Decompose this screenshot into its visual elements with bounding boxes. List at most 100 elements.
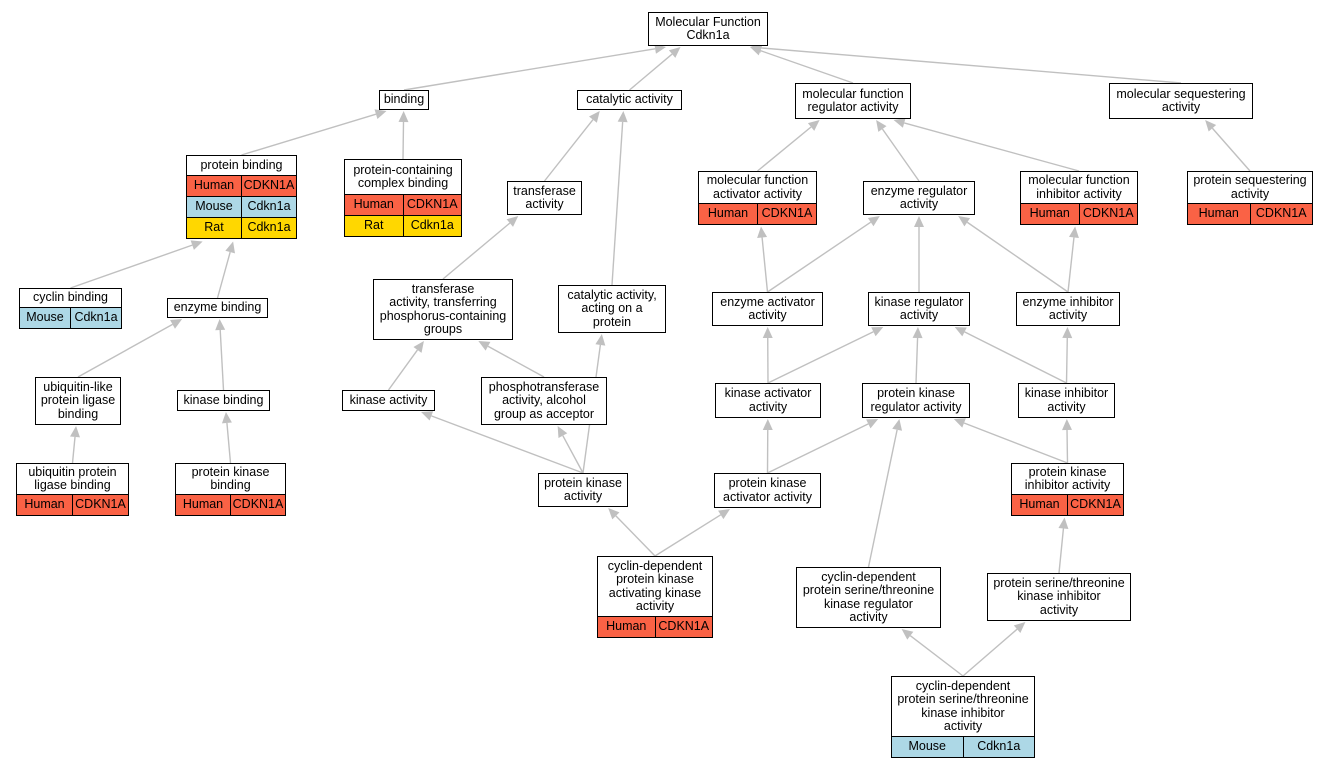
go-term-catalytic[interactable]: catalytic activity [577, 90, 682, 110]
gene-cell[interactable]: CDKN1A [230, 494, 285, 515]
edge-protbind-to-binding [241, 113, 377, 156]
arrowhead [413, 341, 424, 353]
edge-ubllig-to-enzbind [77, 323, 173, 378]
go-term-label-line: kinase inhibitor [1024, 386, 1109, 400]
edge-kinactv-to-kinreg [767, 331, 874, 384]
species-cell: Human [187, 175, 242, 197]
arrowhead [654, 43, 666, 54]
gene-cell[interactable]: CDKN1A [72, 494, 128, 515]
go-term-label-line: activity, transferring [389, 295, 497, 309]
edge-pkinh-to-pkreg [963, 422, 1068, 464]
go-term-label-line: kinase inhibitor [1017, 589, 1101, 604]
edge-cdstinh-to-cdstreg [909, 635, 964, 677]
gene-cell[interactable]: CDKN1A [1078, 203, 1137, 224]
species-cell: Human [1021, 203, 1079, 224]
arrowhead [221, 412, 232, 424]
go-term-label-line: binding [57, 406, 99, 421]
edge-cdstinh-to-pstinh [962, 628, 1018, 677]
species-cell: Human [699, 203, 758, 224]
go-term-label-line: regulator activity [807, 100, 899, 114]
go-term-label-line: activity [635, 599, 675, 613]
edge-pkact-to-phosalc [562, 435, 584, 474]
species-cell: Human [345, 194, 403, 216]
go-term-label-line: molecular sequestering [1116, 86, 1246, 101]
gene-cell[interactable]: Cdkn1a [70, 307, 121, 328]
go-term-label-line: protein kinase [191, 464, 270, 479]
gene-cell[interactable]: Cdkn1a [962, 736, 1034, 757]
gene-cell[interactable]: Cdkn1a [241, 196, 296, 218]
go-term-binding[interactable]: binding [379, 90, 429, 110]
species-cell: Human [1188, 203, 1250, 224]
go-term-label-line: activity [748, 308, 787, 322]
edge-cdstreg-to-pkreg [867, 429, 898, 568]
gene-cell[interactable]: CDKN1A [1249, 203, 1312, 224]
gene-cell[interactable]: CDKN1A [241, 175, 296, 197]
species-cell: Mouse [20, 307, 71, 328]
gene-cell[interactable]: CDKN1A [1067, 494, 1123, 515]
edge-pstinh-to-pkinh [1058, 528, 1065, 574]
go-term-label-line: kinase binding [183, 392, 264, 407]
edge-cdpkact-to-pkactv [654, 514, 722, 557]
edge-molseq-to-root [760, 47, 1182, 84]
arrowhead [876, 120, 887, 132]
gene-cell[interactable]: CDKN1A [654, 616, 712, 637]
species-cell: Mouse [187, 196, 242, 218]
go-term-label-line: kinase inhibitor [921, 705, 1005, 720]
go-term-enzbind[interactable]: enzyme binding [167, 298, 268, 318]
gene-cell[interactable]: Cdkn1a [402, 215, 461, 236]
go-term-kinbind[interactable]: kinase binding [177, 390, 270, 411]
gene-cell[interactable]: CDKN1A [402, 194, 461, 216]
arrowhead [478, 341, 491, 351]
go-term-label: enzyme binding [168, 299, 267, 317]
go-term-label-line: protein-containing [353, 162, 453, 177]
go-term-label-line: protein binding [200, 157, 283, 172]
go-term-label-line: activator activity [713, 186, 802, 201]
go-term-kinact[interactable]: kinase activity [342, 390, 435, 411]
species-cell: Human [1012, 494, 1068, 515]
arrowhead [668, 47, 681, 58]
gene-cell[interactable]: Cdkn1a [241, 217, 296, 238]
go-term-label-line: enzyme regulator [870, 183, 968, 198]
gene-cell[interactable]: CDKN1A [757, 203, 816, 224]
go-term-label-line: phosphorus-containing [379, 308, 507, 323]
